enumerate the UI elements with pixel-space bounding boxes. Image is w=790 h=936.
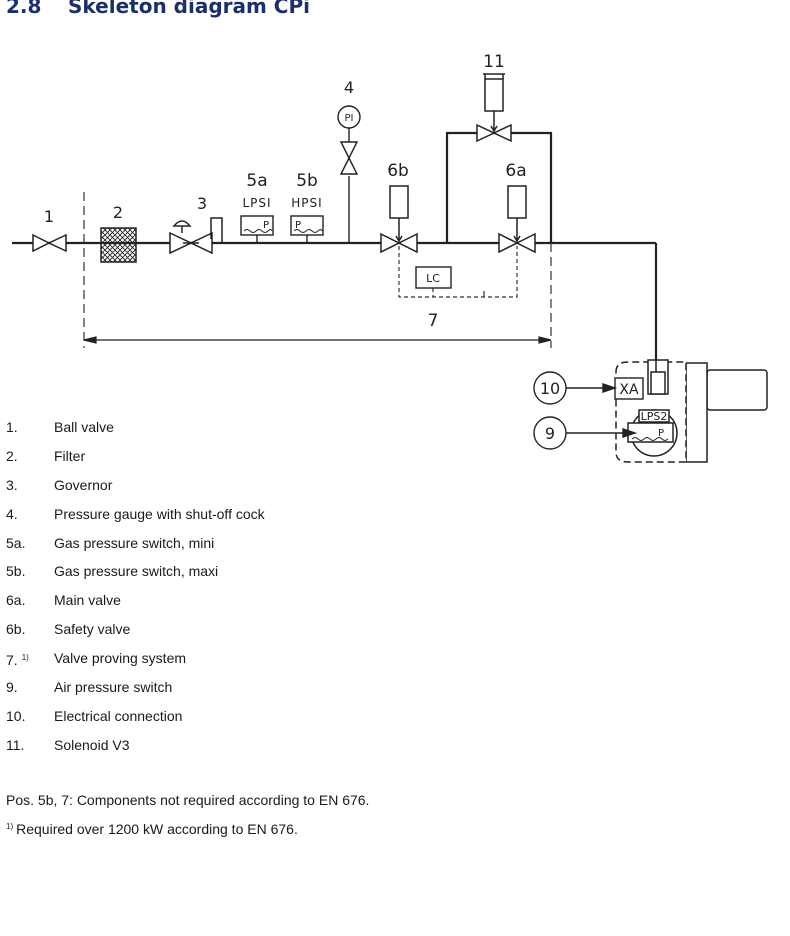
air-switch-waves bbox=[631, 437, 669, 441]
label-2: 2 bbox=[113, 203, 123, 222]
callout-9 bbox=[533, 416, 638, 450]
legend-item: 3. Governor bbox=[6, 475, 426, 504]
label-lc: LC bbox=[426, 272, 440, 285]
footnote-mark: 1) bbox=[6, 822, 14, 831]
legend-item: 6a. Main valve bbox=[6, 590, 426, 619]
legend-item: 11. Solenoid V3 bbox=[6, 735, 426, 764]
legend-item: 1. Ball valve bbox=[6, 417, 426, 446]
section-number: 2.8 bbox=[6, 0, 42, 18]
legend-number: 3. bbox=[6, 476, 18, 493]
label-3: 3 bbox=[197, 194, 207, 213]
legend-text: Main valve bbox=[54, 592, 121, 609]
legend-text: Gas pressure switch, mini bbox=[54, 534, 215, 551]
legend-number: 10. bbox=[6, 707, 26, 724]
main-valve bbox=[498, 185, 536, 254]
filter bbox=[100, 227, 137, 263]
legend-number: 1. bbox=[6, 419, 18, 435]
label-11: 11 bbox=[483, 52, 505, 72]
legend-item: 4. Pressure gauge with shut-off cock bbox=[6, 504, 426, 533]
legend-number: 7. bbox=[6, 652, 18, 669]
label-9: 9 bbox=[545, 424, 555, 443]
legend-footnote-mark: 1) bbox=[21, 653, 29, 663]
legend-number-with-footnote: 7.1) bbox=[6, 648, 29, 670]
legend-text: Ball valve bbox=[54, 419, 114, 435]
legend-text: Air pressure switch bbox=[54, 679, 173, 696]
label-6b: 6b bbox=[387, 161, 409, 181]
label-5a-p: P bbox=[263, 220, 269, 231]
legend-number: 11. bbox=[6, 736, 25, 753]
section-title: Skeleton diagram CPi bbox=[68, 0, 310, 18]
label-1: 1 bbox=[44, 207, 54, 226]
label-4: 4 bbox=[344, 78, 354, 97]
label-lpsi: LPSI bbox=[242, 196, 271, 210]
legend-text: Filter bbox=[54, 447, 86, 464]
label-lps2: LPS2 bbox=[641, 410, 668, 423]
legend-item: 6b. Safety valve bbox=[6, 619, 426, 648]
label-xa: XA bbox=[619, 382, 639, 398]
label-7: 7 bbox=[428, 311, 439, 331]
legend-text: Electrical connection bbox=[54, 707, 183, 724]
legend-number: 9. bbox=[6, 679, 18, 696]
label-9-p: P bbox=[658, 428, 664, 439]
legend: 1. Ball valve 2. Filter 3. Governor 4. Press… bbox=[6, 417, 426, 764]
legend-number: 2. bbox=[6, 447, 18, 464]
legend-item: 7.1) Valve proving system bbox=[6, 648, 426, 677]
label-5b-p: P bbox=[295, 220, 301, 231]
skeleton-diagram: 1 2 3 P 5a LPSI P 5b HPSI PI 4 bbox=[12, 52, 768, 463]
pressure-switch-mini bbox=[240, 215, 274, 243]
solenoid-v3 bbox=[476, 73, 512, 143]
pressure-switch-maxi bbox=[290, 215, 324, 243]
legend-item: 9. Air pressure switch bbox=[6, 677, 426, 706]
burner bbox=[615, 359, 768, 463]
footnote-text: Required over 1200 kW according to EN 67… bbox=[16, 821, 298, 837]
label-6a: 6a bbox=[505, 161, 526, 181]
label-5b: 5b bbox=[296, 171, 318, 191]
ball-valve bbox=[32, 233, 67, 253]
legend-item: 5b. Gas pressure switch, maxi bbox=[6, 561, 426, 590]
footnote: 1)Required over 1200 kW according to EN … bbox=[6, 821, 298, 837]
label-hpsi: HPSI bbox=[291, 196, 322, 210]
legend-text: Safety valve bbox=[54, 621, 131, 638]
valve-proving-lines bbox=[398, 246, 518, 298]
legend-number: 4. bbox=[6, 505, 18, 522]
legend-text: Governor bbox=[54, 476, 113, 493]
position-note: Pos. 5b, 7: Components not required acco… bbox=[6, 792, 370, 808]
governor bbox=[169, 217, 223, 255]
legend-text: Solenoid V3 bbox=[54, 736, 130, 753]
legend-number: 5b. bbox=[6, 563, 26, 580]
legend-item: 5a. Gas pressure switch, mini bbox=[6, 533, 426, 562]
dimension-line bbox=[83, 336, 552, 344]
label-pi: PI bbox=[345, 113, 354, 124]
safety-valve bbox=[380, 185, 418, 254]
legend-number: 6b. bbox=[6, 621, 26, 638]
legend-number: 6a. bbox=[6, 592, 26, 609]
pressure-gauge bbox=[337, 105, 361, 243]
legend-item: 10. Electrical connection bbox=[6, 706, 426, 735]
legend-text: Gas pressure switch, maxi bbox=[54, 563, 219, 580]
legend-number: 5a. bbox=[6, 534, 26, 551]
label-10: 10 bbox=[540, 379, 560, 398]
legend-text: Valve proving system bbox=[54, 650, 187, 667]
legend-text: Pressure gauge with shut-off cock bbox=[54, 505, 265, 522]
callout-10 bbox=[533, 371, 618, 405]
section-heading: 2.8 Skeleton diagram CPi bbox=[6, 0, 310, 24]
leak-control-box bbox=[415, 266, 452, 289]
boundary-lines bbox=[83, 192, 552, 348]
label-5a: 5a bbox=[246, 171, 267, 191]
legend-item: 2. Filter bbox=[6, 446, 426, 475]
